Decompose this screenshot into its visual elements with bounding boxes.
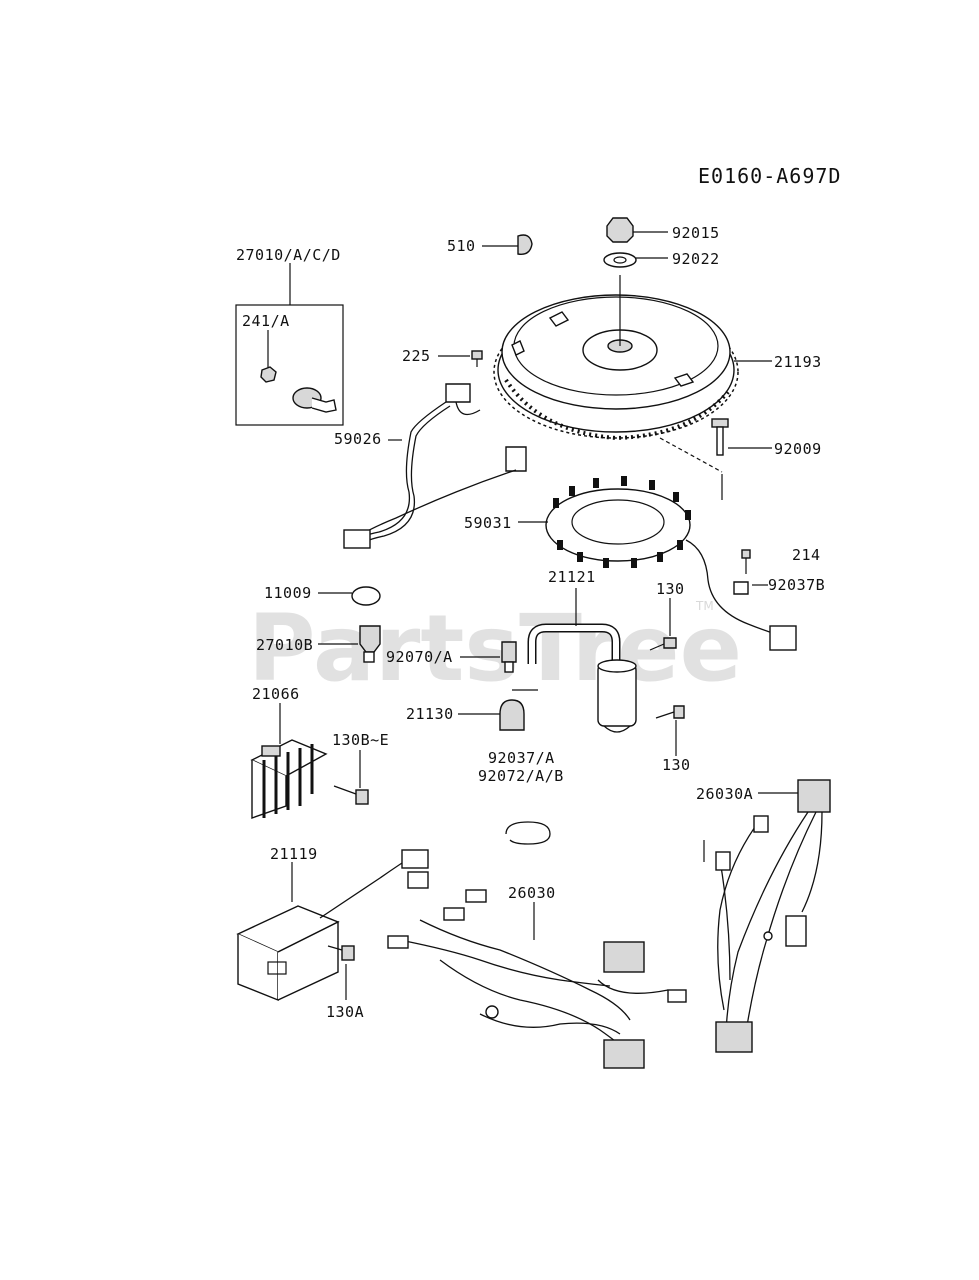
watermark-tm: TM [695, 599, 714, 613]
label-92072: 92072/A/B [478, 767, 564, 785]
label-214: 214 [792, 546, 821, 564]
screw-130A[interactable] [327, 945, 355, 1000]
label-59026: 59026 [334, 430, 382, 448]
label-21121: 21121 [548, 568, 596, 586]
nut-92015[interactable] [606, 217, 668, 243]
label-92037B: 92037B [768, 576, 825, 594]
bolt-92009[interactable] [711, 418, 772, 456]
label-241: 241/A [242, 312, 290, 330]
label-59031: 59031 [464, 514, 512, 532]
part-27010-kit[interactable] [235, 263, 344, 426]
label-130-upper: 130 [656, 580, 685, 598]
label-92009: 92009 [774, 440, 822, 458]
solenoid-body[interactable] [597, 659, 637, 733]
watermark: PartsTree [248, 595, 742, 702]
hose-21121[interactable] [527, 588, 621, 664]
valve-92070[interactable] [460, 641, 517, 673]
label-510: 510 [447, 237, 476, 255]
switch-27010B[interactable] [318, 625, 381, 663]
screw-225[interactable] [438, 350, 483, 367]
ring-11009[interactable] [318, 586, 381, 606]
diagram-code: E0160-A697D [698, 164, 841, 188]
label-130-lower: 130 [662, 756, 691, 774]
label-225: 225 [402, 347, 431, 365]
screw-214[interactable] [741, 549, 751, 574]
regulator-21066[interactable] [250, 703, 328, 819]
harness-26030[interactable] [387, 889, 687, 1069]
label-21193: 21193 [774, 353, 822, 371]
igniter-21119[interactable] [236, 849, 429, 1002]
label-130A: 130A [326, 1003, 364, 1021]
washer-92022[interactable] [603, 252, 668, 268]
screw-130B-E[interactable] [333, 750, 369, 805]
label-92070: 92070/A [386, 648, 453, 666]
label-21119: 21119 [270, 845, 318, 863]
label-21130: 21130 [406, 705, 454, 723]
label-11009: 11009 [264, 584, 312, 602]
pulser-coil-59026[interactable] [343, 383, 527, 549]
label-27010: 27010/A/C/D [236, 246, 341, 264]
clamp-92037B[interactable] [733, 581, 768, 595]
label-21066: 21066 [252, 685, 300, 703]
label-27010B: 27010B [256, 636, 313, 654]
harness-26030A[interactable] [703, 779, 831, 1053]
label-92037A: 92037/A [488, 749, 555, 767]
clamp-92037A[interactable] [505, 821, 551, 845]
stator-59031[interactable] [518, 476, 797, 651]
screw-130-lower[interactable] [655, 705, 685, 756]
key-510[interactable] [482, 234, 533, 255]
label-92022: 92022 [672, 250, 720, 268]
label-26030: 26030 [508, 884, 556, 902]
label-26030A: 26030A [696, 785, 753, 803]
label-130B-E: 130B~E [332, 731, 389, 749]
filter-21130[interactable] [458, 689, 538, 731]
flywheel-21193[interactable] [493, 275, 739, 441]
label-92015: 92015 [672, 224, 720, 242]
screw-130-upper[interactable] [649, 598, 677, 651]
